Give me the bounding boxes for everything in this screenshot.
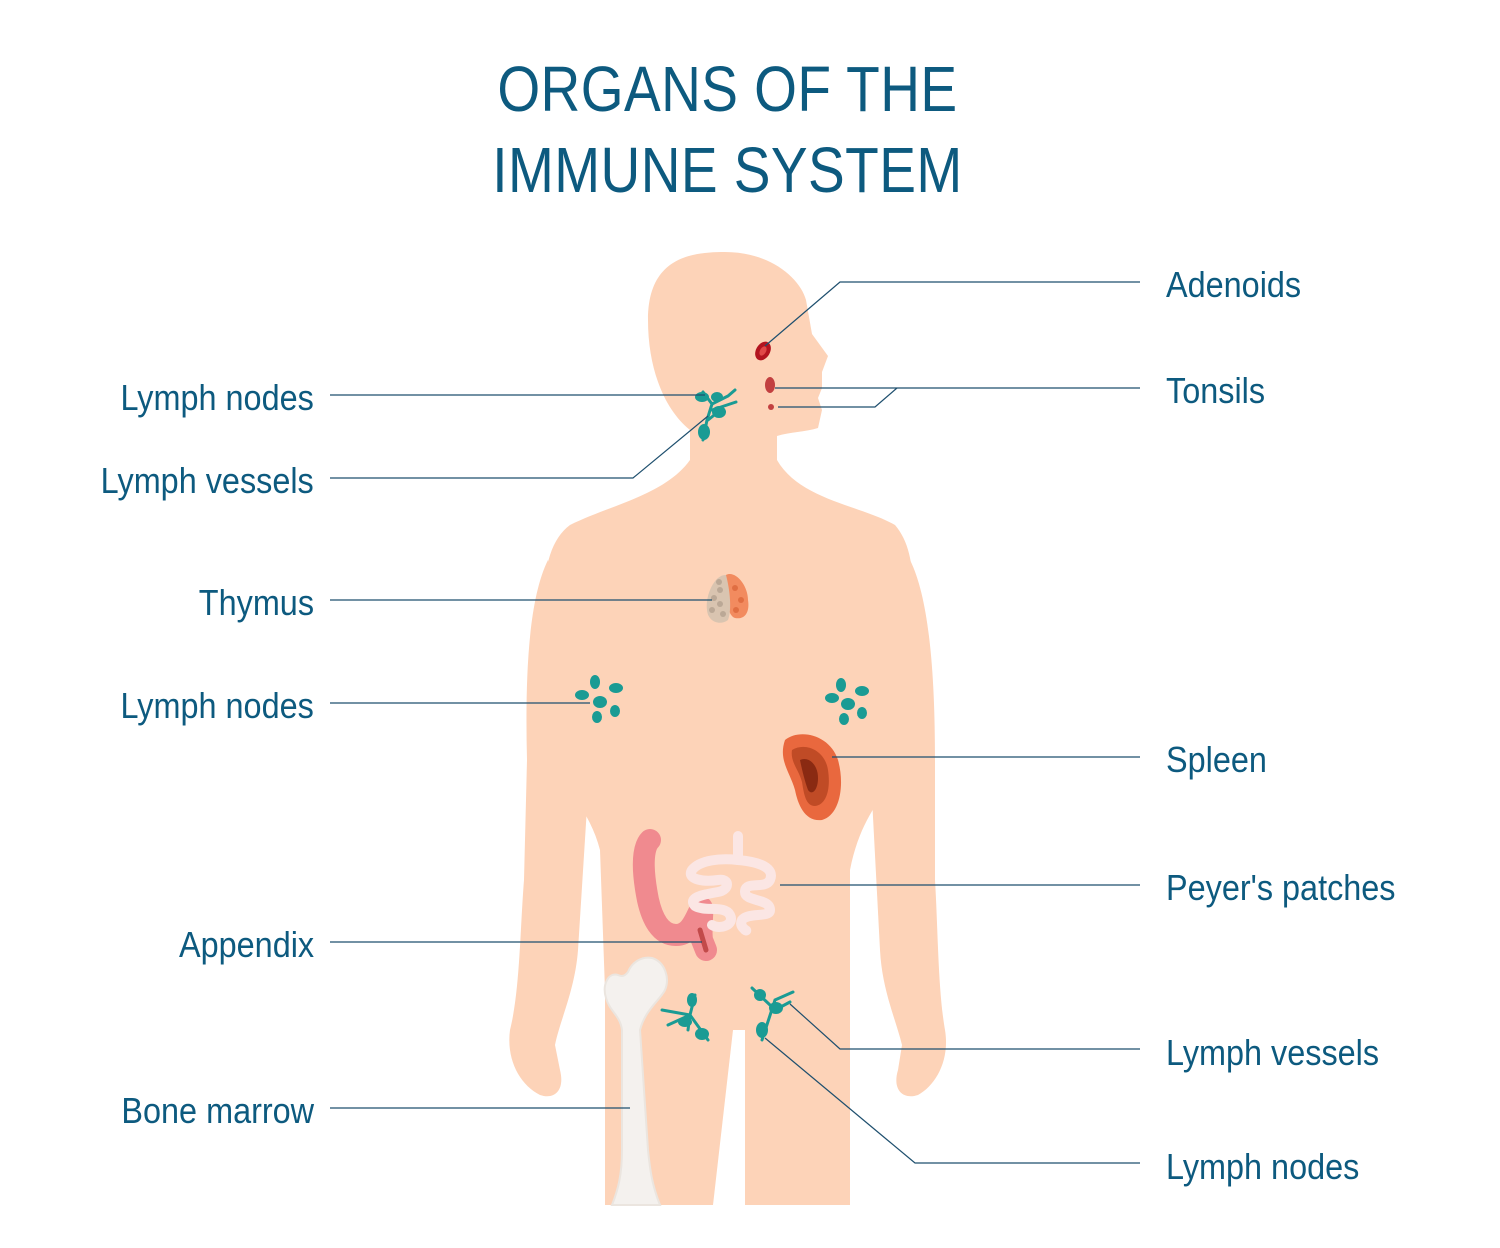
label-peyers-patches: Peyer's patches [1166, 867, 1396, 908]
label-lymph-vessels-neck: Lymph vessels [100, 460, 314, 501]
tonsils [765, 377, 775, 410]
label-spleen: Spleen [1166, 739, 1267, 780]
label-lymph-nodes-groin: Lymph nodes [1166, 1146, 1360, 1187]
title-line-2: IMMUNE SYSTEM [492, 134, 963, 206]
right-arm [870, 560, 947, 1097]
label-lymph-nodes-neck: Lymph nodes [120, 377, 314, 418]
thymus [706, 574, 749, 623]
groin-lymph-nodes-right [754, 989, 783, 1038]
title-line-1: ORGANS OF THE [497, 53, 958, 125]
label-tonsils: Tonsils [1166, 370, 1266, 411]
label-appendix: Appendix [178, 924, 314, 965]
spleen [782, 734, 842, 821]
armpit-lymph-nodes-left [575, 675, 623, 723]
label-adenoids: Adenoids [1166, 264, 1302, 305]
label-bone-marrow: Bone marrow [121, 1090, 314, 1131]
armpit-lymph-nodes-right [825, 678, 869, 725]
label-lymph-nodes-armpit: Lymph nodes [120, 685, 314, 726]
leader-lines [330, 281, 1140, 1164]
label-thymus: Thymus [198, 582, 314, 623]
left-arm [509, 560, 590, 1097]
leader-tonsils-2 [778, 387, 898, 408]
femur-bone [603, 956, 668, 1206]
leader-lymph-nodes-groin [764, 1037, 1140, 1164]
label-lymph-vessels-groin: Lymph vessels [1166, 1032, 1380, 1073]
leader-adenoids [764, 281, 1140, 347]
leader-lymph-vessels-groin [789, 1003, 1140, 1050]
groin-lymph-nodes-left [678, 993, 709, 1040]
small-intestine [686, 831, 776, 936]
adenoids [755, 341, 771, 361]
leader-lymph-vessels-neck [330, 415, 709, 479]
